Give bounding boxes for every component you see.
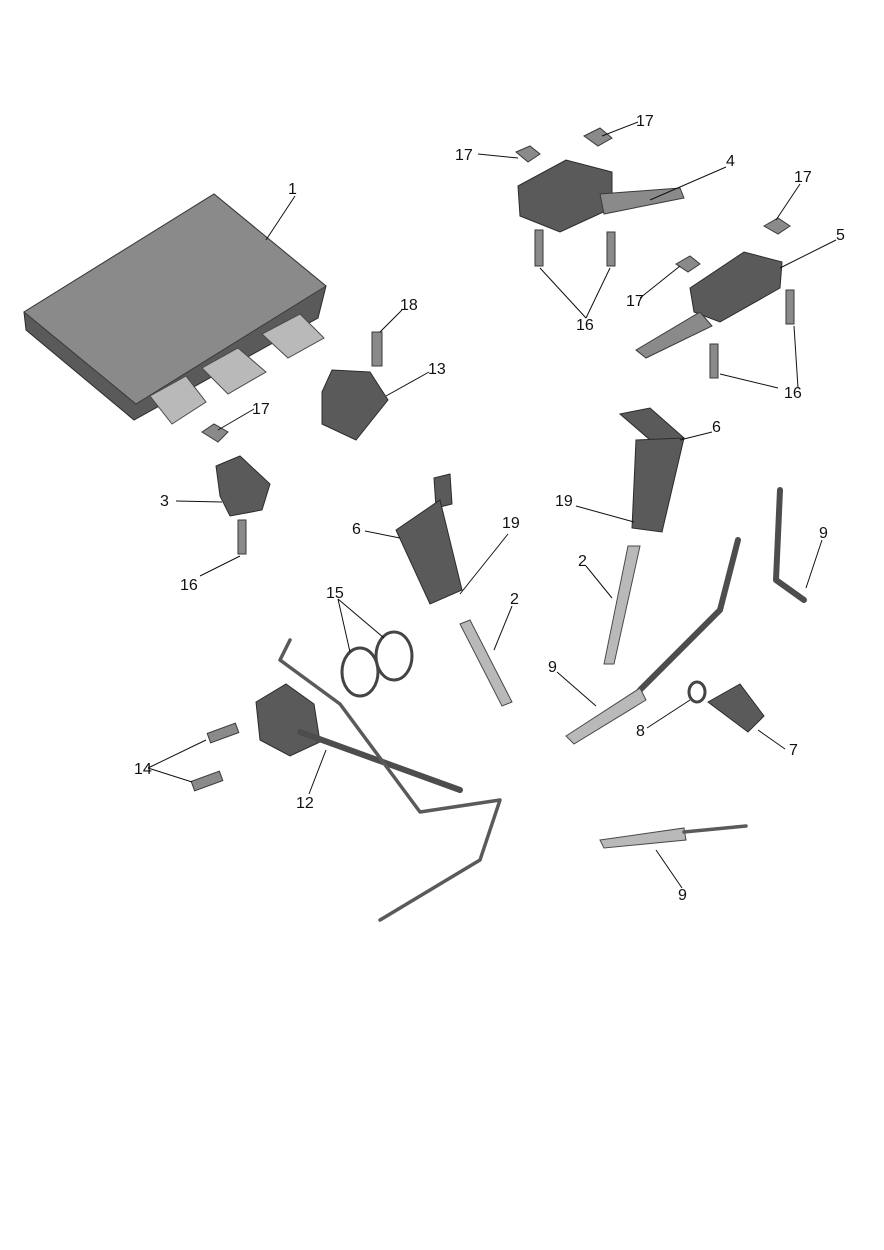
callout-19-right: 19 [555,493,573,510]
o2-sensor-9-lower [599,824,748,849]
callout-9-middle: 9 [548,659,557,676]
callout-6-left: 6 [352,521,361,538]
callout-6-right: 6 [712,419,721,436]
callout-15: 15 [326,585,344,602]
callout-5: 5 [836,227,845,244]
leader-lines [147,121,837,889]
callout-2-right: 2 [578,553,587,570]
plug-cap-6-right [618,407,685,533]
spark-plug-2-right [603,545,641,665]
o-ring-15-left [340,646,380,698]
callout-17-coil-top: 17 [636,113,654,130]
o-ring-15-right [374,630,414,682]
callout-17-coil2-top: 17 [794,169,812,186]
callout-12: 12 [296,795,314,812]
callout-labels: 1 2 2 3 4 5 6 6 7 8 9 9 9 12 13 14 15 16… [134,113,845,904]
callout-18: 18 [400,297,418,314]
o-ring-8 [687,680,707,704]
bolt-16-sensor [237,519,247,555]
callout-9-upper: 9 [819,525,828,542]
ignition-coil-5 [635,251,783,359]
callout-16-sensor: 16 [180,577,198,594]
bolt-16-coil-right [606,231,616,267]
o2-sensor-9-upper [773,487,807,603]
callout-19-left: 19 [502,515,520,532]
sensor-13 [321,369,389,441]
o2-sensor-9-middle [565,537,741,745]
callout-17-coil2-left: 17 [626,293,644,310]
bolt-16-coil-left [534,229,544,267]
callout-16-coil2: 16 [784,385,802,402]
bolt-18 [371,331,383,367]
callout-17-ecu: 17 [252,401,270,418]
bolt-16-coil2-left [709,343,719,379]
callout-3: 3 [160,493,169,510]
clip-17-coil-top [583,127,613,147]
callout-4: 4 [726,153,735,170]
clip-17-coil-left [515,145,541,163]
plug-cap-6-left [395,473,463,605]
ecu-module [23,193,327,425]
clip-17-coil2-left [675,255,701,273]
sensor-3 [215,455,271,517]
clip-17-coil2-top [762,217,791,235]
spark-plug-2-left [459,619,513,707]
callout-7: 7 [789,742,798,759]
callout-8: 8 [636,723,645,740]
bolt-14-upper [206,722,240,744]
bolt-14-lower [190,770,224,792]
sensor-7 [707,683,765,733]
callout-16-coil: 16 [576,317,594,334]
sensor-12 [255,638,502,922]
callout-9-lower: 9 [678,887,687,904]
callout-17-coil-left: 17 [455,147,473,164]
callout-1: 1 [288,181,297,198]
callout-2-left: 2 [510,591,519,608]
callout-13: 13 [428,361,446,378]
callout-14: 14 [134,761,152,778]
bolt-16-coil2-right [785,289,795,325]
